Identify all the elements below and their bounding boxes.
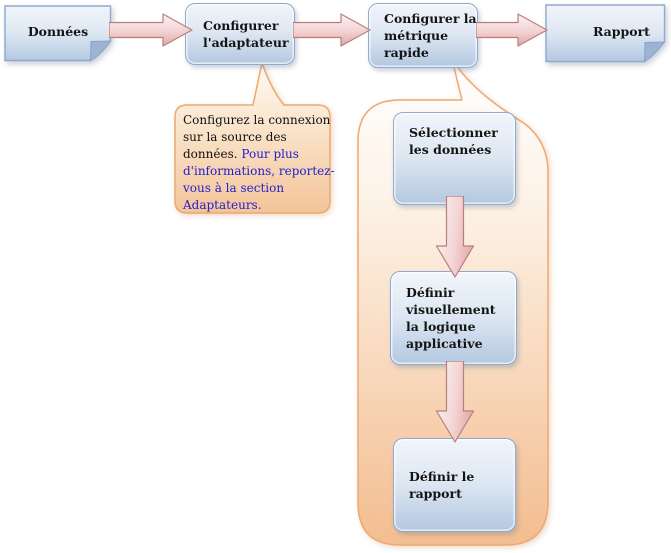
step-rapport: Rapport bbox=[545, 4, 666, 59]
step-rapport-label: Rapport bbox=[593, 24, 650, 39]
folded-corner-icon bbox=[89, 40, 112, 62]
substep-definir-rapport: Définir le rapport bbox=[393, 438, 516, 532]
flow-arrow-right-icon bbox=[476, 13, 548, 47]
step-configurer-metrique-label: Configurer la métrique rapide bbox=[384, 11, 477, 60]
step-donnees-label: Données bbox=[27, 24, 89, 39]
substep-definir-logique: Définir visuellement la logique applicat… bbox=[390, 271, 517, 365]
substep-selectionner-donnees: Sélectionner les données bbox=[393, 112, 516, 205]
step-configurer-metrique: Configurer la métrique rapide bbox=[368, 3, 478, 68]
donnees-note-shape bbox=[4, 5, 112, 62]
adapter-callout-bubble bbox=[174, 62, 331, 214]
callout-text-black: Configurez la connexion sur la source de… bbox=[183, 113, 331, 161]
adapter-callout-text: Configurez la connexion sur la source de… bbox=[183, 112, 341, 214]
rapport-note-shape bbox=[545, 4, 666, 63]
flow-arrow-down-icon bbox=[435, 196, 475, 278]
flow-arrow-right-icon bbox=[109, 13, 193, 47]
substep-definir-logique-label: Définir visuellement la logique applicat… bbox=[406, 285, 496, 351]
step-configurer-adaptateur-label: Configurer l'adaptateur bbox=[203, 18, 289, 50]
callout-text-link: Pour plus d'informations, reportez-vous … bbox=[183, 147, 335, 212]
step-configurer-adaptateur: Configurer l'adaptateur bbox=[185, 3, 295, 65]
flow-arrow-right-icon bbox=[293, 13, 371, 47]
flow-arrow-down-icon bbox=[435, 361, 475, 443]
folded-corner-icon bbox=[643, 41, 666, 63]
step-donnees: Données bbox=[4, 5, 112, 58]
substep-selectionner-donnees-label: Sélectionner les données bbox=[409, 125, 498, 157]
substep-definir-rapport-label: Définir le rapport bbox=[409, 469, 475, 501]
